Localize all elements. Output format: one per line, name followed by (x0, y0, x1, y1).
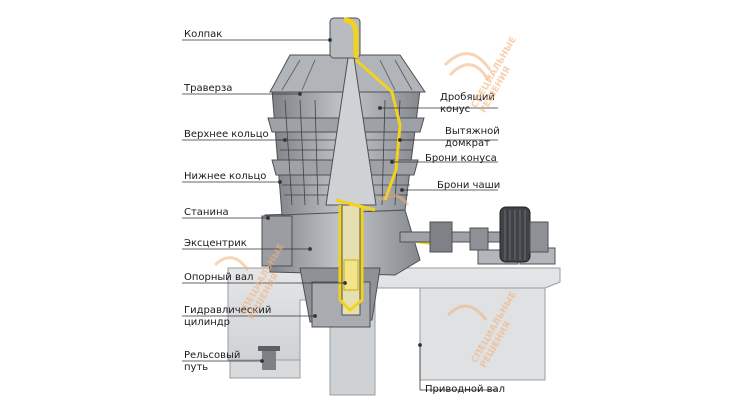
label-cone-liners: Брони конуса (425, 153, 497, 164)
crushing-cone (325, 57, 377, 316)
label-lower-ring: Нижнее кольцо (184, 171, 267, 182)
label-bowl-liners: Брони чаши (437, 180, 501, 191)
label-crushing-cone: Дробящий конус (440, 92, 495, 115)
drive-shaft (399, 206, 556, 265)
label-upper-ring: Верхнее кольцо (184, 129, 269, 140)
label-traverse: Траверза (184, 83, 233, 94)
cap (329, 17, 361, 59)
label-rail-track: Рельсовый путь (184, 350, 241, 373)
label-support-shaft: Опорный вал (184, 272, 254, 283)
label-eccentric: Эксцентрик (184, 238, 247, 249)
label-cap: Колпак (184, 29, 223, 40)
rail-track (258, 346, 280, 370)
label-jack: Вытяжной домкрат (445, 126, 500, 149)
label-hydraulic-cylinder: Гидравлический цилиндр (184, 305, 272, 328)
label-frame: Станина (184, 207, 229, 218)
watermark-logo (213, 52, 492, 321)
pulley (499, 206, 531, 263)
foundation (227, 267, 561, 396)
label-drive-shaft: Приводной вал (425, 384, 506, 395)
leader-lines (182, 38, 498, 391)
